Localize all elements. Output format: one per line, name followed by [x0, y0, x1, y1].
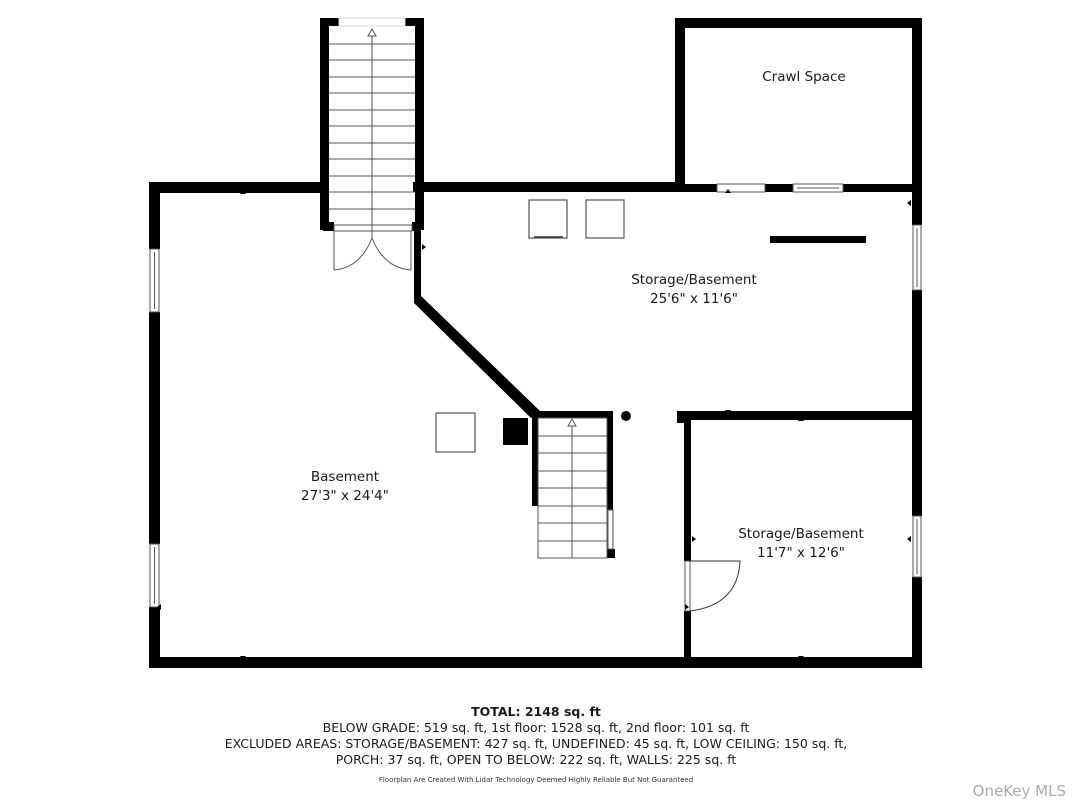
room-name: Crawl Space: [762, 69, 846, 85]
storage-door: [689, 560, 741, 612]
room-dimensions: 27'3" x 24'4": [301, 488, 389, 504]
room-storage-basement-lower: Storage/Basement 11'7" x 12'6": [738, 525, 864, 563]
room-dimensions: 11'7" x 12'6": [757, 545, 845, 561]
room-name: Basement: [310, 469, 380, 485]
room-dimensions: 25'6" x 11'6": [650, 291, 738, 307]
upper-staircase: [329, 27, 415, 271]
lower-staircase: [537, 417, 608, 559]
disclaimer: Floorplan Are Created With Lidar Technol…: [378, 776, 694, 784]
room-basement: Basement 27'3" x 24'4": [301, 468, 389, 506]
room-name: Storage/Basement: [738, 526, 864, 542]
room-crawl-space: Crawl Space: [762, 68, 845, 87]
room-storage-basement-upper: Storage/Basement 25'6" x 11'6": [631, 271, 757, 309]
windows: [149, 17, 922, 612]
walls: [149, 18, 922, 668]
below-grade-line: BELOW GRADE: 519 sq. ft, 1st floor: 1528…: [322, 720, 750, 735]
total-area: TOTAL: 2148 sq. ft: [471, 704, 601, 719]
floorplan-drawing: [149, 17, 922, 668]
excluded-areas-line: EXCLUDED AREAS: STORAGE/BASEMENT: 427 sq…: [224, 736, 848, 751]
watermark: OneKey MLS: [972, 782, 1066, 800]
excluded-areas-line-2: PORCH: 37 sq. ft, OPEN TO BELOW: 222 sq.…: [335, 752, 737, 767]
fixtures: [435, 199, 866, 453]
area-summary: TOTAL: 2148 sq. ft BELOW GRADE: 519 sq. …: [0, 704, 1072, 785]
dimension-markers: [157, 189, 911, 660]
room-name: Storage/Basement: [631, 272, 757, 288]
